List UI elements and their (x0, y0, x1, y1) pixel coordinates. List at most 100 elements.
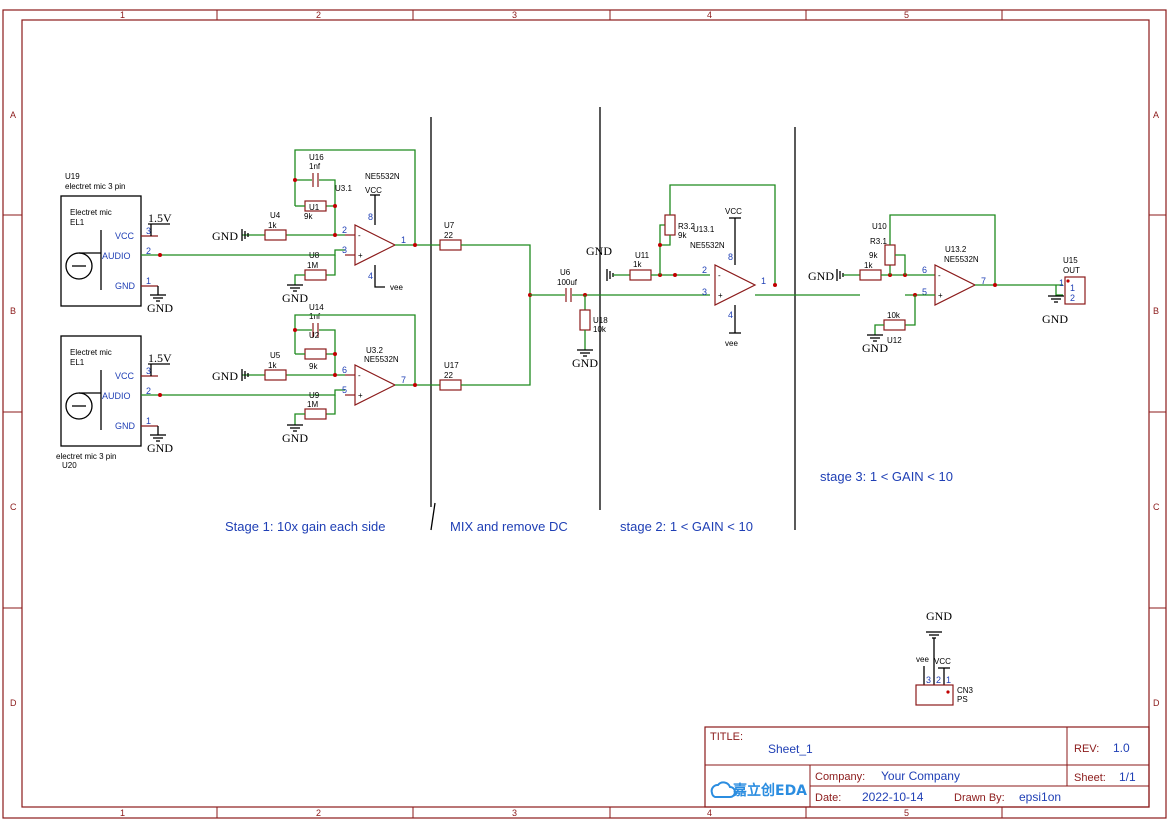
stage2-pot-val: 9k (678, 231, 687, 240)
svg-text:+: + (358, 251, 363, 260)
title-block: TITLE: Sheet_1 REV: 1.0 Company: Your Co… (704, 726, 1150, 808)
stage1-top-cap-val: 1nf (309, 162, 321, 171)
mic2-pin-gnd: GND (115, 421, 136, 431)
stage1-top-cap-ref: U16 (309, 153, 324, 162)
stage1-top-pin-2: 2 (342, 225, 347, 235)
stage2-op-ref: U13.1 (693, 225, 715, 234)
stage1-bot-bias-ref: U9 (309, 391, 320, 400)
stage1-top-pin-1: 1 (401, 235, 406, 245)
svg-text:-: - (938, 271, 941, 280)
col-label-3: 3 (512, 10, 517, 20)
tb-title-label: TITLE: (710, 731, 743, 743)
svg-text:+: + (358, 391, 363, 400)
mic1-gnd: GND (147, 301, 173, 315)
row-label-a-right: A (1153, 110, 1159, 120)
eda-logo: 嘉立创EDA (710, 781, 807, 799)
mic1-ref: U19 (65, 172, 80, 181)
mic1-desc: electret mic 3 pin (65, 182, 125, 191)
mic2-gnd: GND (147, 441, 173, 455)
sheet-frame (2, 9, 1167, 819)
stage1-top: U4 1k GND U16 1nf U1 9k - + 2 3 1 8 4 U3… (141, 149, 531, 305)
stage3-pin-7: 7 (981, 276, 986, 286)
stage1-top-out-val: 22 (444, 231, 453, 240)
stage1-top-vee: vee (390, 283, 403, 292)
row-label-a: A (10, 110, 16, 120)
tb-company-label: Company: (815, 771, 865, 783)
output-gnd: GND (1042, 312, 1068, 326)
stage2-vcc: VCC (725, 207, 742, 216)
tb-drawn: epsi1on (1019, 790, 1061, 804)
row-label-b: B (10, 306, 16, 316)
stage3-in-val: 1k (864, 261, 873, 270)
stage1-bottom: U5 1k GND U14 1nf U2 9k - + 6 5 7 U3.2 N… (141, 295, 531, 445)
stage1-top-in-val: 1k (268, 221, 277, 230)
mic2-desc: electret mic 3 pin (56, 452, 116, 461)
stage3-gnd-label: GND (808, 269, 834, 283)
stage1-bot-op-part: NE5532N (364, 355, 399, 364)
stage1-bot-fb-val: 9k (309, 362, 318, 371)
row-label-d-right: D (1153, 698, 1160, 708)
mic2-pin-num-1: 1 (146, 416, 151, 426)
power-name: PS (957, 695, 968, 704)
power-pin-2: 2 (936, 675, 941, 685)
stage1-top-fb-val: 9k (304, 212, 313, 221)
mix-section: U6 100uf U18 10k GND (528, 268, 710, 370)
mic2-ref: U20 (62, 461, 77, 470)
power-connector: GND vee VCC 3 2 1 CN3 PS (915, 609, 974, 706)
mic2-pin-audio: AUDIO (102, 391, 131, 401)
svg-text:-: - (718, 271, 721, 280)
stage2-pin-8: 8 (728, 252, 733, 262)
stage1-top-bias-ref: U8 (309, 251, 320, 260)
col-label-3-bottom: 3 (512, 808, 517, 818)
stage1-bot-cap-ref: U14 (309, 303, 324, 312)
tb-date: 2022-10-14 (862, 790, 924, 804)
stage1-bot-pin-7: 7 (401, 375, 406, 385)
stage3-pot-sub: R3.1 (870, 237, 887, 246)
stage1-top-fb-ref: U1 (309, 203, 320, 212)
stage3-bias-ref: U12 (887, 336, 902, 345)
output-pin-1-inner: 1 (1070, 283, 1075, 293)
stage1-bot-bias-val: 1M (307, 400, 318, 409)
stage2-pin-1: 1 (761, 276, 766, 286)
power-gnd-label: GND (926, 609, 952, 623)
power-pin-1: 1 (946, 675, 951, 685)
col-label-2-bottom: 2 (316, 808, 321, 818)
mix-gnd: GND (572, 356, 598, 370)
stage1-top-in-ref: U4 (270, 211, 281, 220)
stage1-top-gnd-bias: GND (282, 291, 308, 305)
tb-sheet: 1/1 (1119, 770, 1136, 784)
row-label-c-right: C (1153, 502, 1160, 512)
eda-logo-text: 嘉立创EDA (732, 782, 807, 799)
tb-title: Sheet_1 (768, 742, 813, 756)
mic1-pin-vcc: VCC (115, 231, 135, 241)
stage2-section: GND U11 1k R3.2 9k U13.1 NE5532N - + 2 3… (586, 184, 860, 348)
power-pin-3: 3 (926, 675, 931, 685)
stage3-pot-ref: U10 (872, 222, 887, 231)
mic1-pin-audio: AUDIO (102, 251, 131, 261)
stage1-bot-in-ref: U5 (270, 351, 281, 360)
output-pin-2-inner: 2 (1070, 293, 1075, 303)
row-label-c: C (10, 502, 17, 512)
col-label-5: 5 (904, 10, 909, 20)
mic2-pin-num-2: 2 (146, 386, 151, 396)
col-label-4-bottom: 4 (707, 808, 712, 818)
mic1-pin-gnd: GND (115, 281, 136, 291)
power-vee: vee (916, 655, 929, 664)
mic2-el: EL1 (70, 358, 85, 367)
svg-text:+: + (938, 291, 943, 300)
stage2-pin-3: 3 (702, 287, 707, 297)
stage3-pin-5: 5 (922, 287, 927, 297)
svg-text:+: + (718, 291, 723, 300)
tb-rev-label: REV: (1074, 743, 1099, 755)
mix-cap-val: 100uf (557, 278, 578, 287)
tb-rev: 1.0 (1113, 741, 1130, 755)
output-pin-1: 1 (1059, 278, 1064, 288)
mic2-supply: 1.5V (148, 351, 172, 365)
stage1-top-gnd-left: GND (212, 229, 238, 243)
stage2-note: stage 2: 1 < GAIN < 10 (620, 519, 753, 534)
stage1-top-pin-3: 3 (342, 245, 347, 255)
row-label-b-right: B (1153, 306, 1159, 316)
stage1-top-op-part: NE5532N (365, 172, 400, 181)
mic2-name: Electret mic (70, 348, 112, 357)
